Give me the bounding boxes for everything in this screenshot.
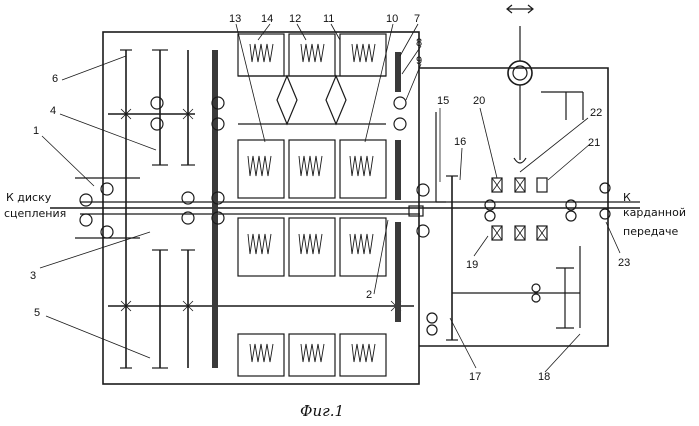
label-23: 23 [618, 257, 630, 269]
upper-spring-packs [238, 34, 386, 76]
label-4: 4 [50, 105, 56, 117]
label-11: 11 [323, 13, 334, 25]
hatched-plate-mid [395, 140, 401, 200]
label-12: 12 [289, 13, 301, 25]
label-6: 6 [52, 73, 58, 85]
label-8: 8 [416, 37, 422, 49]
cardan-label-line1: К [623, 191, 631, 204]
label-18: 18 [538, 371, 550, 383]
diamond-right [326, 76, 346, 124]
label-19: 19 [466, 259, 478, 271]
label-20: 20 [473, 95, 485, 107]
hatched-plate-upper [395, 52, 401, 92]
label-14: 14 [261, 13, 273, 25]
label-2: 2 [366, 289, 372, 301]
cardan-label-line2: карданной [623, 206, 686, 219]
diamond-left [277, 76, 297, 124]
clutch-label-line2: сцепления [4, 207, 66, 220]
figure-caption: Фиг.1 [300, 402, 344, 420]
hatched-plate-lower [395, 222, 401, 322]
clutch-label-line1: К диску [6, 191, 52, 204]
label-16: 16 [454, 136, 466, 148]
label-3: 3 [30, 270, 36, 282]
label-17: 17 [469, 371, 481, 383]
label-15: 15 [437, 95, 449, 107]
label-5: 5 [34, 307, 40, 319]
label-10: 10 [386, 13, 398, 25]
label-7: 7 [414, 13, 420, 25]
lower-spring-packs [238, 334, 386, 376]
shift-knob [508, 61, 532, 85]
label-13: 13 [229, 13, 241, 25]
label-1: 1 [33, 125, 39, 137]
label-9: 9 [416, 55, 422, 67]
label-22: 22 [590, 107, 602, 119]
label-21: 21 [588, 137, 600, 149]
cardan-label-line3: передаче [623, 225, 679, 238]
output-clutch [492, 178, 547, 240]
